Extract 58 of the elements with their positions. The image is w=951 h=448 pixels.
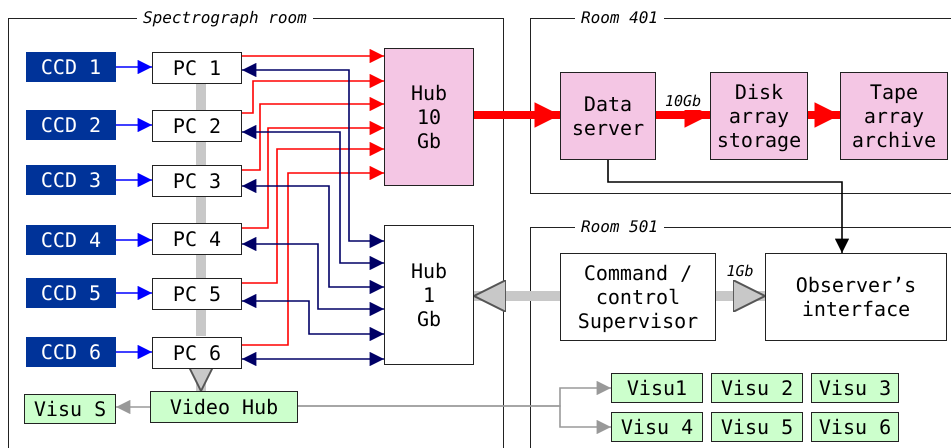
ccd-camera-box: CCD 5 — [26, 278, 116, 308]
arrow — [242, 48, 384, 64]
ccd-camera-box: CCD 2 — [26, 110, 116, 140]
arrow — [242, 236, 384, 316]
arrow — [116, 286, 152, 300]
arrow — [474, 102, 560, 128]
arrow — [607, 160, 850, 253]
arrow — [242, 74, 384, 114]
arrow — [242, 352, 384, 366]
ccd-camera-box: CCD 4 — [26, 225, 116, 255]
storage-box: Tape array archive — [840, 72, 948, 160]
connector-bar — [196, 84, 206, 110]
connector-bar — [196, 197, 206, 223]
storage-box: Data server — [560, 72, 656, 160]
ccd-camera-box: CCD 1 — [26, 52, 116, 82]
arrow — [242, 96, 384, 171]
edge-label: 10Gb — [664, 92, 702, 110]
display-box: Visu 6 — [811, 412, 899, 442]
arrow — [116, 60, 152, 74]
process-box: PC 3 — [152, 165, 242, 197]
process-box: Observer’s interface — [765, 253, 947, 341]
display-box: Video Hub — [150, 391, 298, 423]
display-box: Visu1 — [611, 373, 703, 403]
display-box: Visu 3 — [811, 373, 899, 403]
display-box: Visu 5 — [711, 412, 803, 442]
arrow — [116, 344, 152, 360]
process-box: PC 4 — [152, 223, 242, 255]
connector-bar — [196, 255, 206, 278]
arrow — [242, 294, 384, 342]
arrow — [298, 405, 611, 434]
process-box: PC 1 — [152, 52, 242, 84]
process-box: Command / control Supervisor — [560, 253, 716, 341]
display-box: Visu S — [24, 394, 116, 424]
process-box: PC 5 — [152, 278, 242, 310]
arrow — [242, 120, 384, 229]
connector-bar — [196, 142, 206, 165]
arrow — [116, 232, 152, 248]
arrow — [473, 279, 560, 313]
arrow — [116, 172, 152, 188]
arrow — [242, 178, 384, 294]
arrow — [242, 62, 384, 248]
display-box: Visu 2 — [711, 373, 803, 403]
storage-box: Disk array storage — [710, 72, 808, 160]
ccd-camera-box: CCD 6 — [26, 337, 116, 367]
ccd-camera-box: CCD 3 — [26, 165, 116, 195]
arrow — [242, 142, 384, 284]
storage-box: Hub 10 Gb — [384, 48, 474, 186]
arrow — [242, 166, 384, 346]
process-box: PC 6 — [152, 337, 242, 369]
arrow — [716, 279, 766, 313]
arrow — [242, 124, 384, 270]
arrow — [808, 102, 840, 128]
display-box: Visu 4 — [611, 412, 703, 442]
arrow — [116, 400, 150, 414]
arrow — [116, 118, 152, 132]
room-title: Spectrograph room — [137, 8, 313, 28]
process-box: Hub 1 Gb — [384, 225, 474, 365]
process-box: PC 2 — [152, 110, 242, 142]
